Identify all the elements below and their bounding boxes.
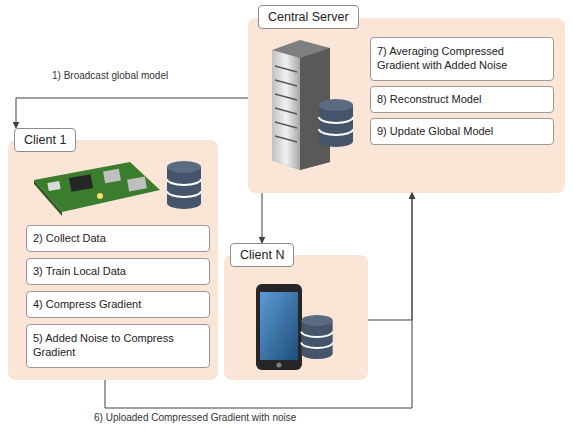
phone-icon bbox=[256, 284, 333, 370]
process-box: 7) Averaging Compressed Gradient with Ad… bbox=[370, 37, 554, 81]
flow-arrow bbox=[105, 193, 412, 408]
step-text: 9) Update Global Model bbox=[377, 125, 493, 139]
process-box: 5) Added Noise to Compress Gradient bbox=[26, 324, 210, 368]
process-box: 8) Reconstruct Model bbox=[370, 86, 554, 113]
process-box: 9) Update Global Model bbox=[370, 118, 554, 145]
panel-heading: Central Server bbox=[258, 5, 359, 29]
step-text: 4) Compress Gradient bbox=[33, 298, 141, 312]
step-text: 3) Train Local Data bbox=[33, 265, 126, 279]
step-text: 2) Collect Data bbox=[33, 232, 106, 246]
panel-heading: Client 1 bbox=[14, 128, 76, 152]
group-panel: Client 12) Collect Data3) Train Local Da… bbox=[8, 140, 218, 380]
raspberry-pi-icon bbox=[34, 161, 201, 216]
panel-heading: Client N bbox=[230, 243, 294, 267]
edge-label: 6) Uploaded Compressed Gradient with noi… bbox=[92, 412, 298, 423]
step-text: 7) Averaging Compressed Gradient with Ad… bbox=[377, 45, 547, 73]
step-text: 5) Added Noise to Compress Gradient bbox=[33, 332, 203, 360]
step-text: 8) Reconstruct Model bbox=[377, 93, 482, 107]
process-box: 4) Compress Gradient bbox=[26, 291, 210, 318]
flow-arrow bbox=[16, 98, 248, 128]
group-panel: Central Server7) Averaging Compressed Gr… bbox=[248, 18, 565, 193]
flow-arrow bbox=[262, 193, 263, 243]
edge-label: 1) Broadcast global model bbox=[50, 70, 170, 81]
server-icon bbox=[272, 40, 353, 170]
flow-arrow bbox=[368, 193, 412, 320]
process-box: 2) Collect Data bbox=[26, 225, 210, 252]
group-panel: Client N bbox=[224, 255, 368, 380]
process-box: 3) Train Local Data bbox=[26, 258, 210, 285]
